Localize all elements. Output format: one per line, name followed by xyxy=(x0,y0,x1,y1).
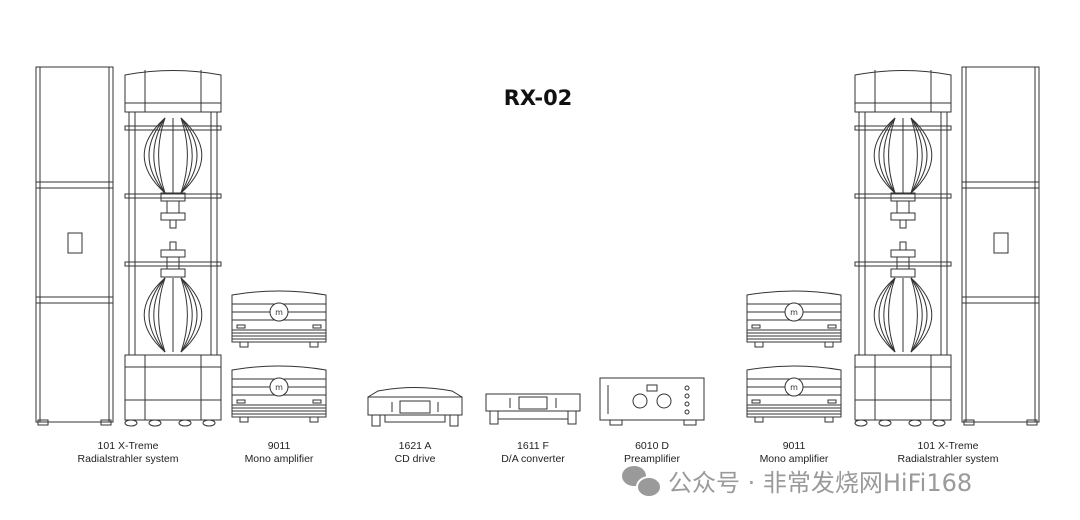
model: 9011 xyxy=(267,440,291,452)
panel-tower xyxy=(35,66,114,426)
title-text: RX-02 xyxy=(503,86,573,110)
mono-amplifier: m xyxy=(746,290,842,348)
panel-badge xyxy=(993,232,1009,254)
description: D/A converter xyxy=(501,453,565,465)
model: 101 X-Treme xyxy=(917,440,979,452)
mono-amplifier: m xyxy=(746,365,842,423)
model: 1611 F xyxy=(517,440,549,452)
da-converter xyxy=(485,393,581,425)
radialstrahler-speaker xyxy=(124,70,222,427)
mbl-logo xyxy=(784,377,804,397)
mbl-logo xyxy=(784,302,804,322)
model: 1621 A xyxy=(398,440,432,452)
logo-mark: m xyxy=(790,308,798,317)
description: Mono amplifier xyxy=(244,453,314,465)
mbl-logo xyxy=(269,302,289,322)
description: Preamplifier xyxy=(623,453,681,465)
description: CD drive xyxy=(394,453,436,465)
logo-mark: m xyxy=(275,308,283,317)
logo-mark: m xyxy=(275,383,283,392)
radialstrahler-speaker xyxy=(854,70,952,427)
logo-mark: m xyxy=(790,383,798,392)
panel-tower xyxy=(961,66,1040,426)
mbl-logo xyxy=(269,377,289,397)
model: 101 X-Treme xyxy=(97,440,159,452)
watermark: 公众号 · 非常发烧网HiFi168 xyxy=(622,463,972,498)
cd-drive xyxy=(367,387,463,427)
watermark-text: 公众号 · 非常发烧网HiFi168 xyxy=(668,469,973,497)
description: Radialstrahler system xyxy=(897,453,999,465)
preamplifier xyxy=(599,377,705,426)
wechat-icon xyxy=(622,465,662,498)
description: Mono amplifier xyxy=(759,453,829,465)
model: 9011 xyxy=(782,440,806,452)
model: 6010 D xyxy=(635,440,669,452)
diagram-title: RX-02 xyxy=(0,86,1080,110)
mono-amplifier: m xyxy=(231,365,327,423)
panel-badge xyxy=(67,232,83,254)
mono-amplifier: m xyxy=(231,290,327,348)
description: Radialstrahler system xyxy=(77,453,179,465)
